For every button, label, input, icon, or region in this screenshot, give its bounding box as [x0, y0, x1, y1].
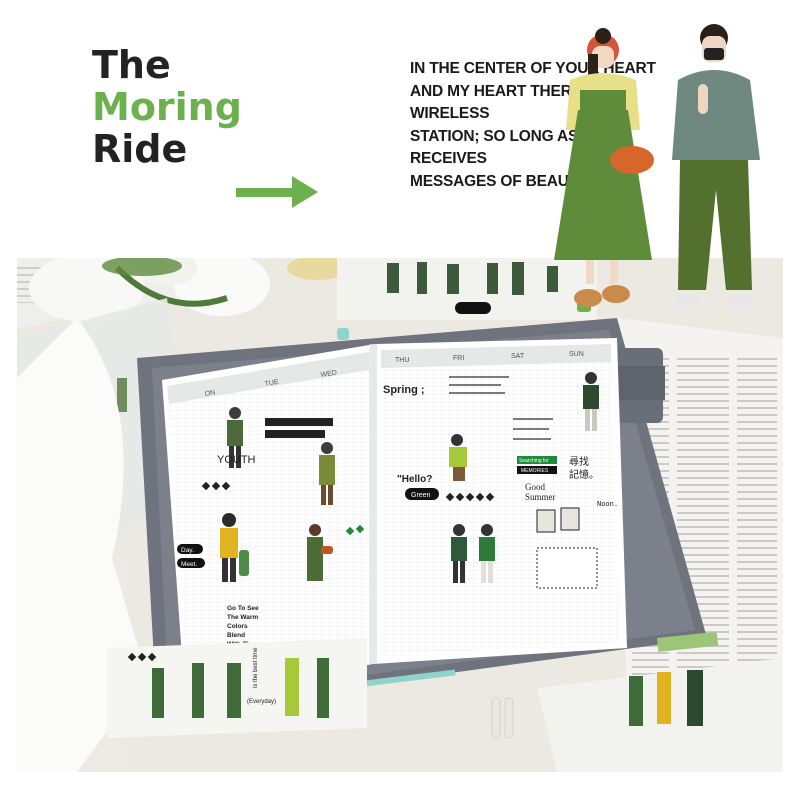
green-chip: Green	[411, 492, 431, 499]
sticker-person	[227, 407, 243, 468]
sticker-person	[451, 524, 467, 583]
searching-chip: Searching for	[519, 458, 549, 464]
meet-chip: Meet.	[181, 561, 197, 568]
go-to-see-line: Blend	[227, 632, 245, 639]
sticker-person	[307, 524, 333, 581]
arrow-right-icon	[236, 176, 318, 208]
noon-text: Noon.	[597, 500, 618, 508]
headline: The Moring Ride	[92, 44, 242, 170]
day-label: SAT	[511, 353, 525, 360]
couple-illustration	[554, 24, 760, 310]
sticker-person	[449, 434, 467, 481]
day-label: ON	[204, 389, 215, 398]
tagline-line: STATION; SO LONG AS IT RECEIVES	[410, 127, 596, 168]
spring-text: Spring ;	[383, 384, 425, 396]
sticker-person	[583, 372, 599, 431]
day-label: FRI	[453, 355, 464, 362]
planner-photo: ON TUE WED THU FRI SAT SUN YOUTH Day. Me…	[17, 258, 783, 772]
go-to-see-line: The Warm	[227, 614, 258, 621]
woman-figure	[554, 28, 654, 307]
man-figure	[672, 24, 760, 310]
sticker-person	[479, 524, 495, 583]
day-label: THU	[395, 357, 409, 364]
hello-text: "Hello?	[397, 474, 432, 485]
sticker-person	[220, 513, 249, 582]
tagline-line: AND MY HEART THERE IS A WIRELESS	[410, 82, 615, 123]
sticker-person	[319, 442, 335, 505]
good-summer-line: Summer	[525, 492, 556, 502]
headline-line1: The	[92, 43, 171, 87]
everyday-text: (Everyday)	[247, 699, 276, 705]
good-summer-line: Good	[525, 482, 545, 492]
chinese-text: 記憶。	[569, 468, 599, 481]
headline-line3: Ride	[92, 127, 188, 171]
best-time-text: is the best time	[253, 647, 259, 688]
day-label: TUE	[264, 379, 279, 388]
headline-line2: Moring	[92, 85, 242, 129]
day-label: WED	[320, 370, 337, 379]
day-label: SUN	[569, 351, 584, 358]
day-chip: Day.	[181, 547, 194, 554]
youth-text: YOUTH	[217, 454, 256, 466]
chinese-text: 尋找	[569, 455, 589, 468]
go-to-see-line: Go To See	[227, 605, 259, 612]
memories-chip: MEMORIES	[521, 468, 549, 474]
go-to-see-line: Colors	[227, 623, 248, 630]
